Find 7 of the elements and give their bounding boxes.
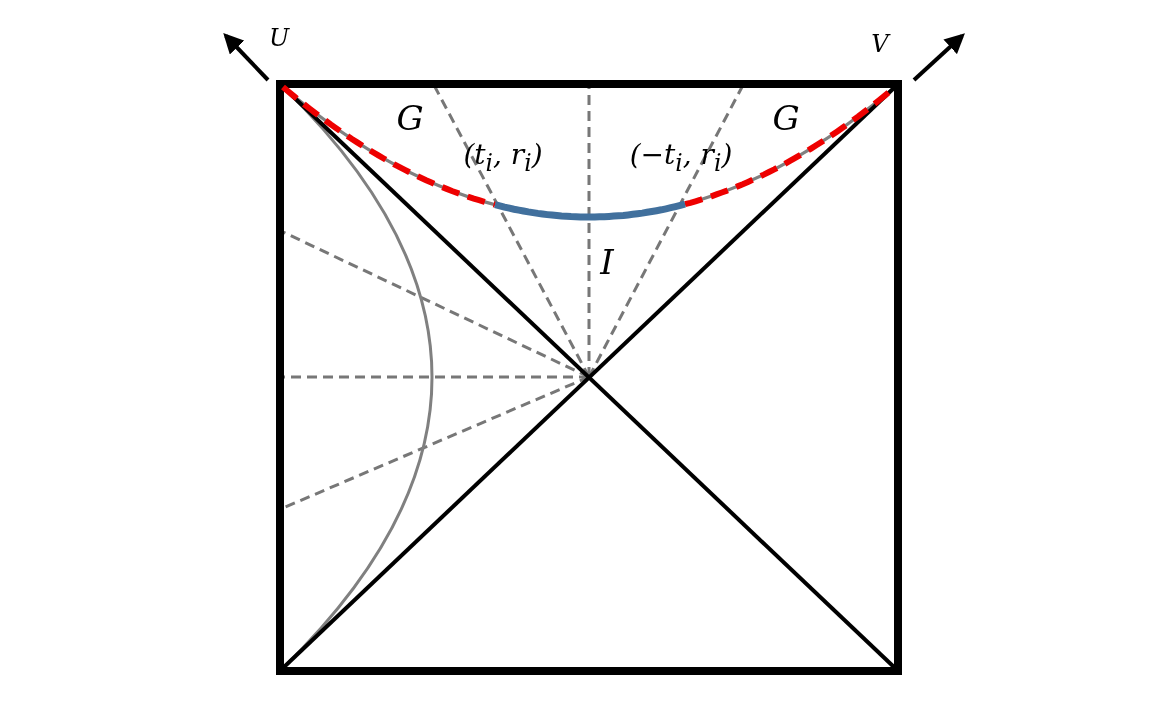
math-label: (−t$_{i}$, r$_{i}$) [629,141,733,175]
math-label: G [396,101,424,135]
math-label: I [600,245,614,279]
math-label: G [772,101,800,135]
math-label: (t$_{i}$, r$_{i}$) [463,141,543,175]
math-label: V [871,32,889,56]
math-label: U [268,26,290,50]
